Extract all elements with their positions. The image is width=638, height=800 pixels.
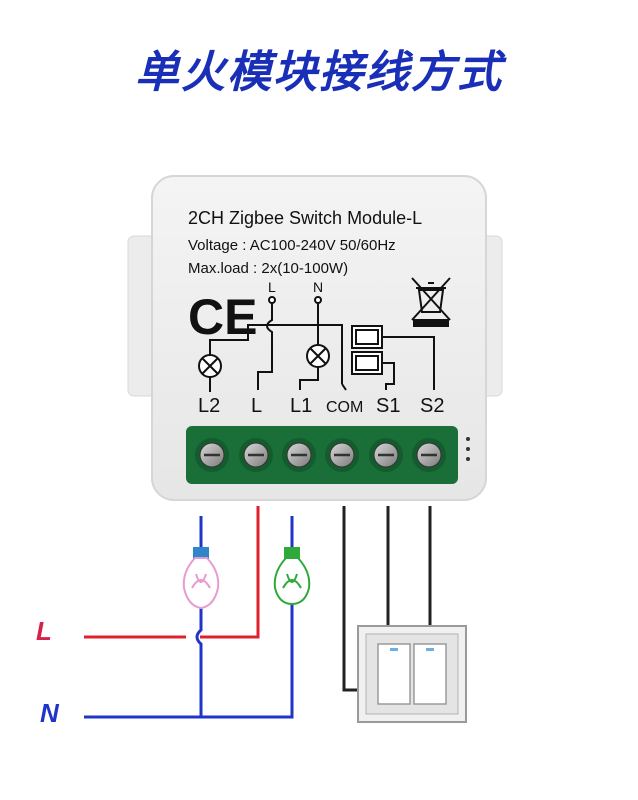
terminal-screw-L [239,438,273,472]
crossed-bin-icon [411,277,451,327]
terminal-screw-S2 [412,438,446,472]
schematic-top-L: L [268,279,276,295]
terminal-screw-S1 [369,438,403,472]
terminal-label-L: L [251,395,262,417]
terminal-label-L2: L2 [198,395,220,417]
terminal-label-L1: L1 [290,395,312,417]
neutral-label: N [40,698,60,728]
module-label-line3: Max.load : 2x(10-100W) [188,260,348,277]
page-title: 单火模块接线方式 [135,47,503,98]
terminal-label-S1: S1 [376,395,400,417]
internal-schematic: L N [198,279,435,392]
module-label-line1: 2CH Zigbee Switch Module-L [188,208,422,228]
terminal-labels: L2 L L1 COM S1 S2 [198,395,444,417]
lamp-2-icon [273,547,311,606]
live-label: L [36,616,52,646]
terminal-screw-COM [325,438,359,472]
live-wire [84,506,260,639]
wall-switch-icon [357,625,467,723]
ce-mark: CE [188,289,257,345]
terminal-screws [195,437,470,472]
schematic-top-N: N [313,279,323,295]
terminal-label-S2: S2 [420,395,444,417]
lamp-1-icon [182,547,220,610]
terminal-label-COM: COM [326,399,363,416]
terminal-screw-L1 [282,438,316,472]
terminal-screw-L2 [195,438,229,472]
module-label-line2: Voltage : AC100-240V 50/60Hz [188,237,396,254]
neutral-wire [84,516,294,719]
